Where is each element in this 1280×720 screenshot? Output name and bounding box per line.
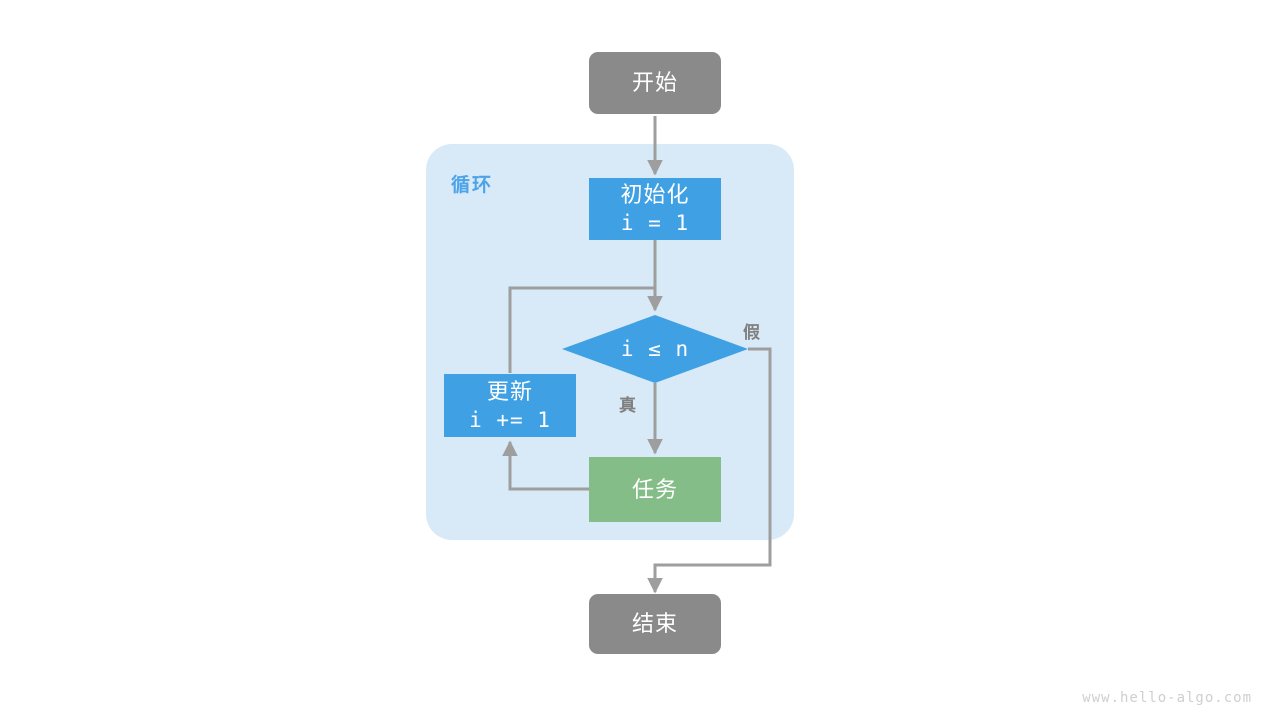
task-node-shape[interactable] xyxy=(589,457,721,522)
end-node-shape[interactable] xyxy=(589,594,721,654)
edge-update-to-condition xyxy=(508,286,655,373)
edge-task-to-update xyxy=(502,440,589,491)
edge-label-true: 真 xyxy=(619,396,637,415)
loop-group-label: 循环 xyxy=(451,175,494,196)
edge-condition-to-end xyxy=(647,347,772,594)
edge-label-false: 假 xyxy=(743,323,761,342)
condition-node-shape[interactable] xyxy=(562,315,748,383)
update-node-shape[interactable] xyxy=(444,374,576,437)
init-node-shape[interactable] xyxy=(589,178,721,240)
watermark-text: www.hello-algo.com xyxy=(1082,690,1252,706)
start-node-shape[interactable] xyxy=(589,52,721,114)
